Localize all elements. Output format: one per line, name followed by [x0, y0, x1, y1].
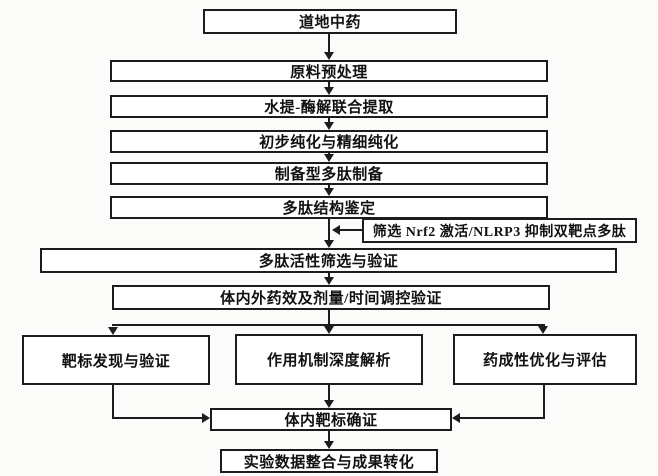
arrowhead-down-icon — [324, 154, 334, 162]
connector-identification-to-activity — [328, 219, 330, 241]
connector-druggability-left — [460, 417, 545, 419]
node-label: 初步纯化与精细纯化 — [259, 135, 399, 151]
connector-screening-to-spine — [340, 229, 362, 231]
arrowhead-left-icon — [452, 413, 460, 423]
connector-pretreatment-to-extraction — [328, 82, 330, 88]
connector-extraction-to-purification — [328, 118, 330, 123]
arrowhead-down-icon — [538, 326, 548, 334]
node-label: 多肽结构鉴定 — [282, 201, 376, 217]
connector-activity-to-efficacy — [328, 273, 330, 278]
arrowhead-down-icon — [324, 277, 334, 285]
node-dual-target-peptide-screening: 筛选 Nrf2 激活/NLRP3 抑制双靶点多肽 — [362, 218, 637, 243]
arrowhead-down-icon — [324, 400, 334, 408]
node-water-extraction-enzymolysis: 水提-酶解联合提取 — [110, 95, 548, 118]
node-authentic-herb: 道地中药 — [203, 9, 457, 34]
arrowhead-left-icon — [332, 225, 340, 235]
arrowhead-down-icon — [108, 327, 118, 335]
connector-herb-to-pretreatment — [328, 34, 330, 53]
connector-mechanism-down — [328, 385, 330, 401]
node-peptide-structure-identification: 多肽结构鉴定 — [110, 196, 548, 219]
arrowhead-down-icon — [324, 326, 334, 334]
branch-split-line — [112, 324, 545, 326]
arrowhead-right-icon — [202, 413, 210, 423]
connector-target-discovery-right — [112, 417, 202, 419]
node-label: 筛选 Nrf2 激活/NLRP3 抑制双靶点多肽 — [372, 224, 627, 240]
node-raw-material-pretreatment: 原料预处理 — [110, 60, 548, 82]
node-label: 体内外药效及剂量/时间调控验证 — [220, 291, 442, 307]
node-in-vivo-target-confirmation: 体内靶标确证 — [210, 408, 452, 431]
node-peptide-activity-screening: 多肽活性筛选与验证 — [40, 248, 617, 273]
connector-confirmation-to-translation — [328, 431, 330, 442]
node-efficacy-dose-time-validation: 体内外药效及剂量/时间调控验证 — [112, 285, 550, 310]
node-primary-and-fine-purification: 初步纯化与精细纯化 — [110, 130, 548, 153]
node-label: 药成性优化与评估 — [482, 353, 607, 369]
arrowhead-down-icon — [324, 87, 334, 95]
node-label: 靶标发现与验证 — [61, 353, 171, 370]
node-label: 实验数据整合与成果转化 — [243, 454, 415, 471]
node-label: 水提-酶解联合提取 — [264, 100, 394, 116]
arrowhead-down-icon — [324, 52, 334, 60]
connector-target-discovery-down — [112, 385, 114, 419]
connector-druggability-down — [543, 385, 545, 419]
node-label: 制备型多肽制备 — [274, 167, 384, 183]
arrowhead-down-icon — [324, 122, 334, 130]
node-druggability-optimization: 药成性优化与评估 — [453, 334, 637, 385]
node-label: 原料预处理 — [290, 64, 368, 81]
arrowhead-down-icon — [324, 441, 334, 449]
node-label: 作用机制深度解析 — [266, 353, 391, 369]
node-data-integration-translation: 实验数据整合与成果转化 — [220, 449, 438, 473]
node-label: 多肽活性筛选与验证 — [258, 254, 399, 270]
node-mechanism-deep-analysis: 作用机制深度解析 — [235, 334, 423, 385]
connector-preparation-to-identification — [328, 185, 330, 189]
connector-efficacy-to-branch — [328, 310, 330, 326]
node-preparative-peptide-preparation: 制备型多肽制备 — [110, 162, 548, 185]
node-target-discovery-validation: 靶标发现与验证 — [22, 335, 210, 385]
arrowhead-down-icon — [324, 188, 334, 196]
node-label: 道地中药 — [298, 15, 361, 31]
node-label: 体内靶标确证 — [284, 413, 378, 429]
arrowhead-down-icon — [324, 240, 334, 248]
